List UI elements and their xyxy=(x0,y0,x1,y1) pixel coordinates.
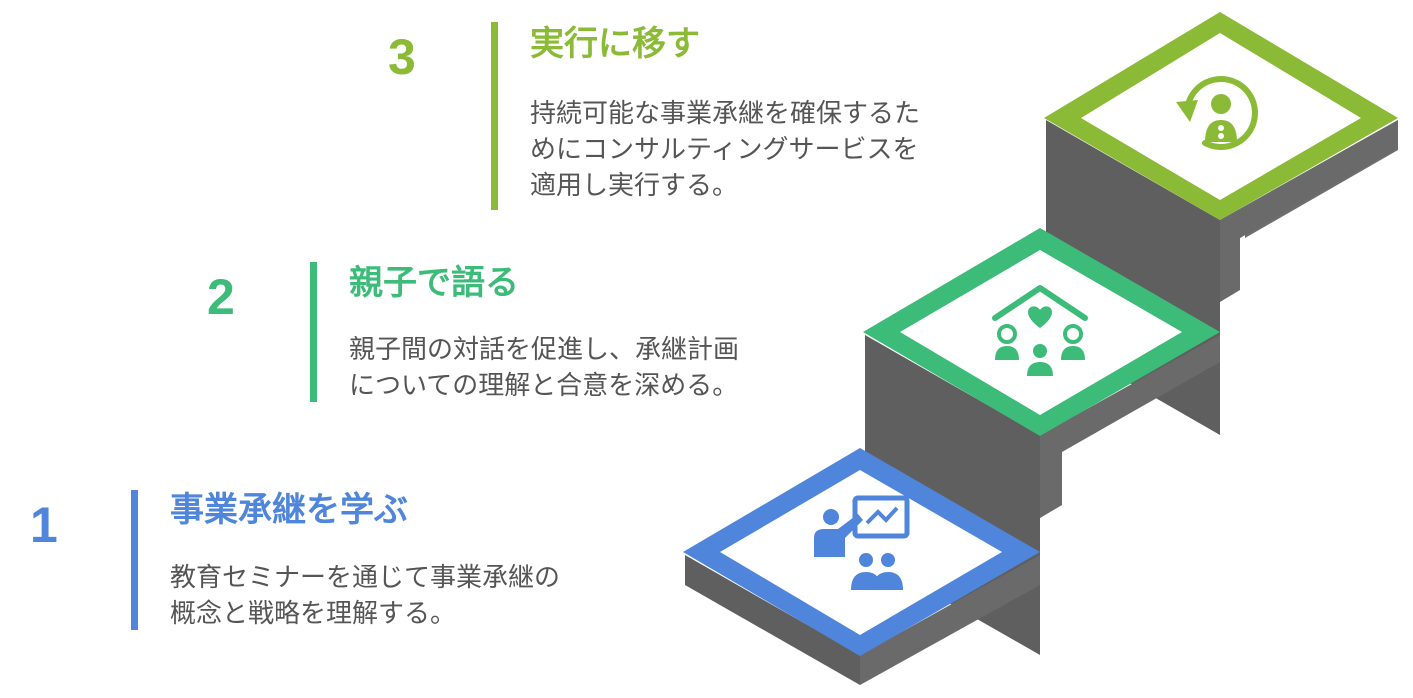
step-1-description: 教育セミナーを通じて事業承継の 概念と戦略を理解する。 xyxy=(170,560,560,632)
person-cycle-icon xyxy=(1176,75,1258,150)
step-2-title: 親子で語る xyxy=(349,263,519,303)
step-3-description-line: 持続可能な事業承継を確保するた xyxy=(530,99,921,129)
step-3-description: 持続可能な事業承継を確保するた めにコンサルティングサービスを 適用し実行する。 xyxy=(530,96,920,204)
step-3-description-line: 適用し実行する。 xyxy=(530,171,739,201)
step-1-riser-right xyxy=(860,555,1040,685)
step-1-title: 事業承継を学ぶ xyxy=(170,490,408,530)
step-2-divider xyxy=(310,262,317,402)
step-3-description-line: めにコンサルティングサービスを xyxy=(530,135,919,165)
step-1-riser-left xyxy=(685,555,860,685)
step-2-description-line: 親子間の対話を促進し、承継計画 xyxy=(349,335,740,365)
step-1-divider xyxy=(131,490,138,630)
step-1-description-line: 教育セミナーを通じて事業承継の xyxy=(170,563,561,593)
step-1-description-line: 概念と戦略を理解する。 xyxy=(170,599,457,629)
step-2-number: 2 xyxy=(207,269,235,325)
step-2-riser-right xyxy=(1040,335,1220,518)
family-house-heart-icon xyxy=(992,285,1088,376)
step-3-title: 実行に移す xyxy=(530,24,700,64)
step-1-top-inner xyxy=(720,470,1002,635)
step-3-divider xyxy=(491,22,498,210)
step-1-number: 1 xyxy=(30,497,58,553)
step-2-top-inner xyxy=(900,250,1182,415)
step-2-description: 親子間の対話を促進し、承継計画 についての理解と合意を深める。 xyxy=(349,332,739,404)
step-3-top-inner xyxy=(1081,33,1361,200)
seminar-presentation-icon xyxy=(814,495,910,590)
step-2-description-line: についての理解と合意を深める。 xyxy=(349,371,739,401)
step-3-riser-side xyxy=(1220,120,1398,302)
step-3-number: 3 xyxy=(388,29,416,85)
